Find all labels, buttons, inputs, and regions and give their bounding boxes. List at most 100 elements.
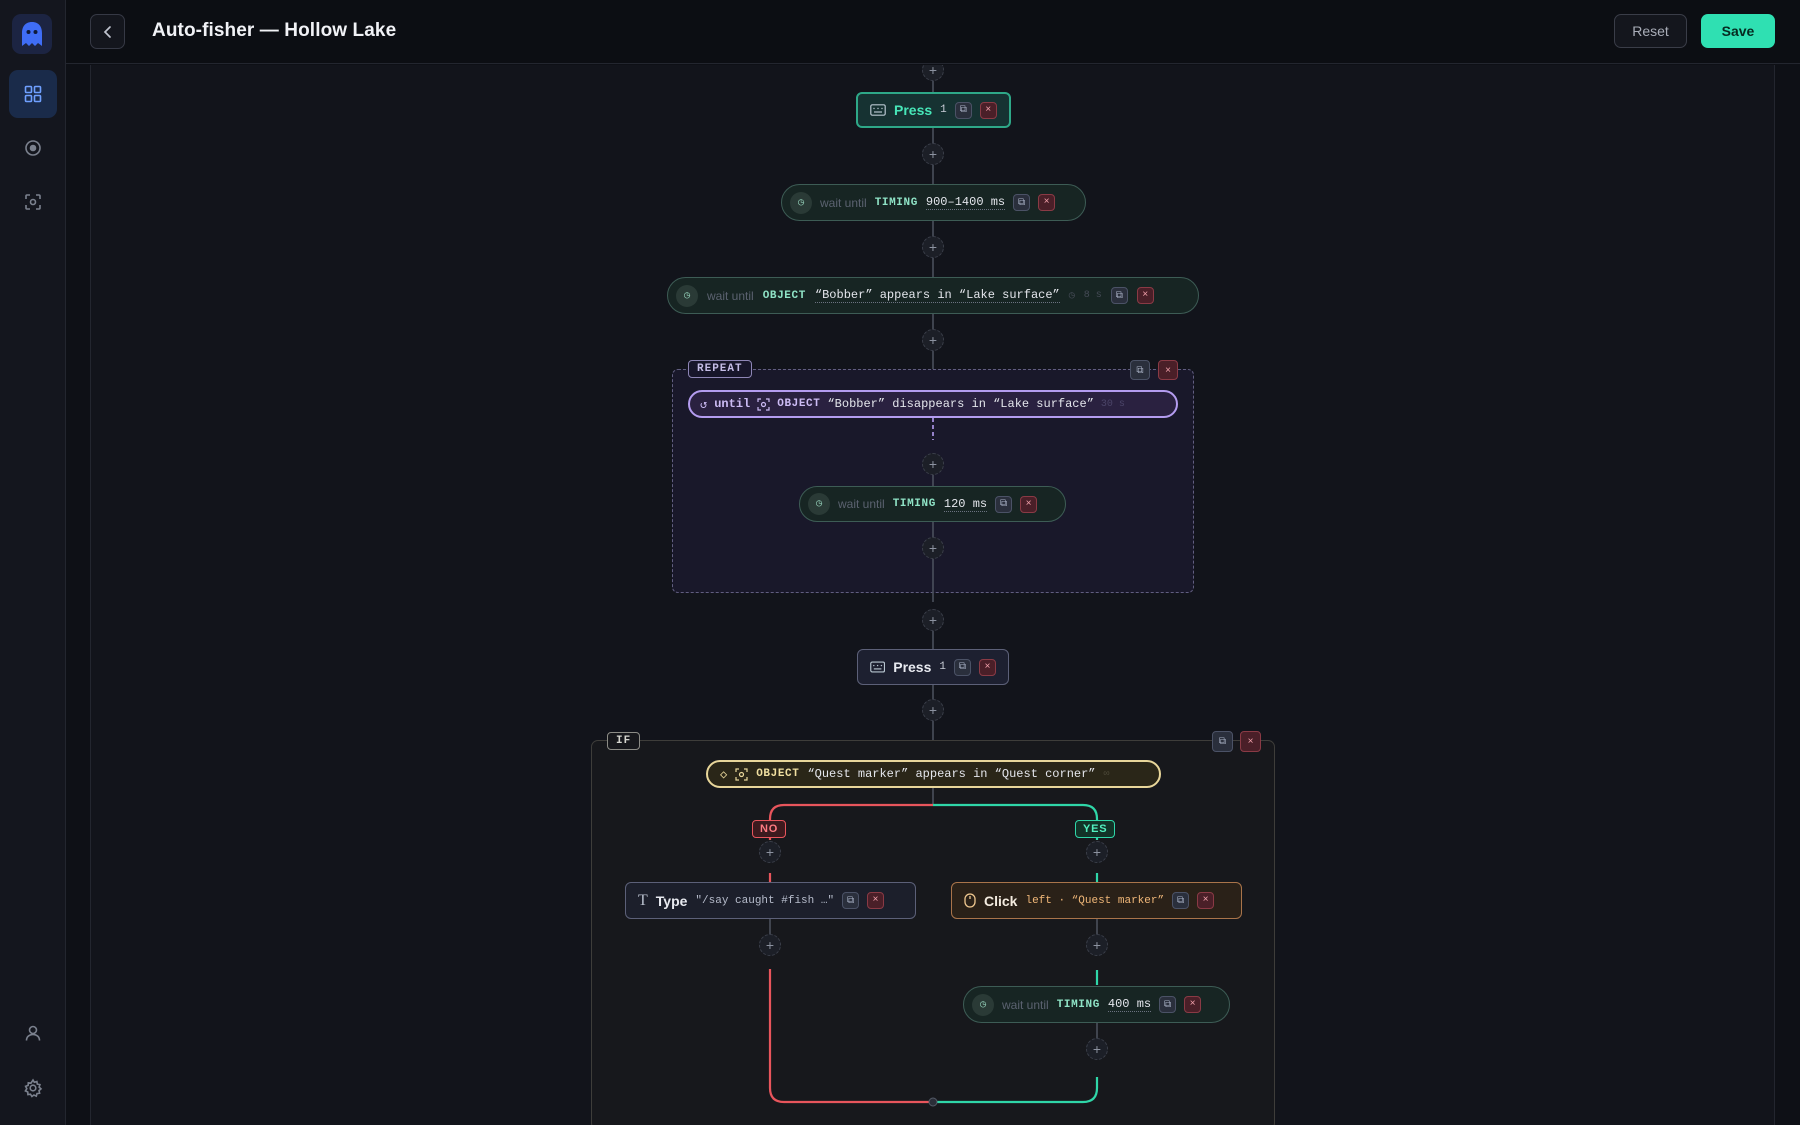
no-branch-label: NO bbox=[752, 820, 787, 838]
diamond-icon: ◇ bbox=[720, 767, 728, 782]
click-value[interactable]: left · “Quest marker” bbox=[1025, 894, 1165, 907]
duplicate-if-icon[interactable]: ⧉ bbox=[1212, 731, 1233, 752]
add-step-button[interactable]: + bbox=[922, 143, 944, 165]
add-step-no-button[interactable]: + bbox=[759, 841, 781, 863]
record-icon[interactable] bbox=[9, 124, 57, 172]
timing-value[interactable]: 400 ms bbox=[1107, 997, 1152, 1012]
object-condition-value[interactable]: “Bobber” appears in “Lake surface” bbox=[814, 288, 1060, 303]
if-tag: IF bbox=[607, 732, 641, 750]
type-value[interactable]: "/say caught #fish …" bbox=[695, 894, 835, 907]
delete-if-icon[interactable]: × bbox=[1240, 731, 1261, 752]
add-step-button[interactable]: + bbox=[922, 329, 944, 351]
delete-repeat-icon[interactable]: × bbox=[1158, 360, 1178, 380]
add-step-yes-button[interactable]: + bbox=[1086, 841, 1108, 863]
clock-icon: ◷ bbox=[808, 493, 830, 515]
add-step-button[interactable]: + bbox=[922, 65, 944, 81]
screen-capture-icon[interactable] bbox=[9, 178, 57, 226]
delete-icon[interactable]: × bbox=[979, 101, 997, 119]
clock-icon: ◷ bbox=[972, 993, 994, 1016]
timing-value[interactable]: 120 ms bbox=[943, 496, 988, 512]
timeout-value: 8 s bbox=[1083, 290, 1102, 301]
type-text-node[interactable]: T Type "/say caught #fish …" ⧉ × bbox=[625, 882, 916, 919]
delete-icon[interactable]: × bbox=[1184, 996, 1202, 1013]
click-label: Click bbox=[984, 892, 1018, 909]
object-condition-value[interactable]: “Bobber” disappears in “Lake surface” bbox=[827, 397, 1094, 411]
condition-kind: OBJECT bbox=[777, 398, 821, 410]
flow-canvas[interactable]: + + + + + + + + + + + + + Press 1 ⧉ × ◷ … bbox=[90, 65, 1775, 1125]
press-key-node[interactable]: Press 1 ⧉ × bbox=[856, 92, 1011, 128]
timeout-value: ∞ bbox=[1103, 768, 1110, 780]
add-step-button[interactable]: + bbox=[922, 609, 944, 631]
ghost-logo-icon[interactable] bbox=[12, 14, 52, 54]
clock-icon: ◷ bbox=[790, 191, 812, 214]
delete-icon[interactable]: × bbox=[1020, 495, 1038, 513]
condition-kind: TIMING bbox=[892, 498, 936, 510]
duplicate-icon[interactable]: ⧉ bbox=[842, 892, 860, 909]
duplicate-icon[interactable]: ⧉ bbox=[1159, 996, 1177, 1013]
press-label: Press bbox=[894, 102, 933, 118]
condition-kind: OBJECT bbox=[762, 289, 806, 302]
press-label: Press bbox=[893, 659, 932, 675]
object-detect-icon bbox=[735, 767, 748, 781]
object-condition-value[interactable]: “Quest marker” appears in “Quest corner” bbox=[807, 767, 1096, 781]
add-step-button[interactable]: + bbox=[922, 236, 944, 258]
object-detect-icon bbox=[757, 397, 770, 411]
duplicate-icon[interactable]: ⧉ bbox=[954, 658, 971, 676]
condition-kind: TIMING bbox=[874, 196, 918, 209]
type-label: Type bbox=[655, 892, 688, 909]
wait-prefix: wait until bbox=[1002, 997, 1049, 1012]
condition-kind: TIMING bbox=[1056, 998, 1100, 1011]
keyboard-icon bbox=[870, 104, 886, 116]
timeout-value: 30 s bbox=[1100, 398, 1125, 410]
dashboard-icon[interactable] bbox=[9, 70, 57, 118]
wait-prefix: wait until bbox=[820, 195, 867, 210]
mouse-icon bbox=[964, 893, 976, 908]
delete-icon[interactable]: × bbox=[867, 892, 885, 909]
sidebar bbox=[0, 0, 66, 1125]
press-key-node[interactable]: Press 1 ⧉ × bbox=[857, 649, 1009, 685]
settings-gear-icon[interactable] bbox=[9, 1064, 57, 1112]
duplicate-icon[interactable]: ⧉ bbox=[954, 101, 972, 119]
duplicate-icon[interactable]: ⧉ bbox=[1172, 892, 1190, 909]
duplicate-icon[interactable]: ⧉ bbox=[1013, 194, 1031, 211]
add-step-button[interactable]: + bbox=[922, 699, 944, 721]
flow-connectors bbox=[768, 65, 1099, 1107]
until-label: until bbox=[714, 397, 751, 411]
if-condition[interactable]: ◇ OBJECT “Quest marker” appears in “Ques… bbox=[706, 760, 1161, 788]
wait-timing-node[interactable]: ◷ wait until TIMING 120 ms ⧉ × bbox=[799, 486, 1066, 522]
wait-timing-node[interactable]: ◷ wait until TIMING 900–1400 ms ⧉ × bbox=[781, 184, 1086, 221]
wait-object-node[interactable]: ◷ wait until OBJECT “Bobber” appears in … bbox=[667, 277, 1199, 314]
timing-value[interactable]: 900–1400 ms bbox=[925, 195, 1006, 210]
yes-branch-label: YES bbox=[1075, 820, 1116, 838]
condition-kind: OBJECT bbox=[756, 768, 800, 780]
repeat-until-condition[interactable]: ↺ until OBJECT “Bobber” disappears in “L… bbox=[688, 390, 1178, 418]
loop-icon: ↺ bbox=[700, 397, 708, 412]
back-button[interactable] bbox=[90, 14, 125, 49]
click-node[interactable]: Click left · “Quest marker” ⧉ × bbox=[951, 882, 1242, 919]
keyboard-icon bbox=[870, 661, 886, 673]
add-step-yes-button[interactable]: + bbox=[1086, 1038, 1108, 1060]
delete-icon[interactable]: × bbox=[1136, 287, 1154, 304]
save-button[interactable]: Save bbox=[1701, 14, 1775, 48]
add-step-button[interactable]: + bbox=[922, 453, 944, 475]
top-header: Auto-fisher — Hollow Lake Reset Save bbox=[66, 0, 1800, 64]
chevron-left-icon bbox=[103, 25, 111, 38]
duplicate-repeat-icon[interactable]: ⧉ bbox=[1130, 360, 1150, 380]
wait-timing-node[interactable]: ◷ wait until TIMING 400 ms ⧉ × bbox=[963, 986, 1230, 1023]
add-step-no-button[interactable]: + bbox=[759, 934, 781, 956]
add-step-button[interactable]: + bbox=[922, 537, 944, 559]
duplicate-icon[interactable]: ⧉ bbox=[1110, 287, 1128, 304]
reset-button[interactable]: Reset bbox=[1614, 14, 1687, 48]
delete-icon[interactable]: × bbox=[1038, 194, 1056, 211]
delete-icon[interactable]: × bbox=[1197, 892, 1215, 909]
page-title: Auto-fisher — Hollow Lake bbox=[152, 20, 397, 41]
add-step-yes-button[interactable]: + bbox=[1086, 934, 1108, 956]
duplicate-icon[interactable]: ⧉ bbox=[995, 495, 1013, 513]
delete-icon[interactable]: × bbox=[979, 658, 996, 676]
user-icon[interactable] bbox=[9, 1009, 57, 1057]
press-key-value: 1 bbox=[940, 104, 947, 116]
timeout-icon: ◷ bbox=[1068, 290, 1075, 302]
wait-prefix: wait until bbox=[838, 497, 885, 511]
text-type-icon: T bbox=[638, 891, 648, 909]
